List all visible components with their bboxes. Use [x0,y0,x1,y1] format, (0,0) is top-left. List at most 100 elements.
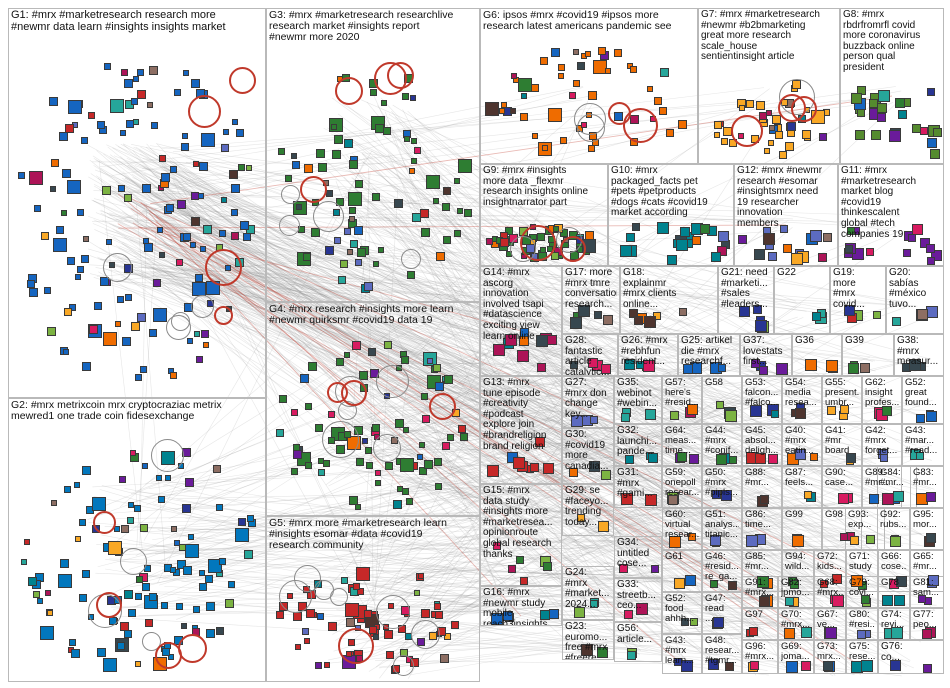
network-edge [400,594,821,599]
network-node [800,660,811,671]
group-label: G13: #mrx tune episode #creativity #podc… [483,378,547,452]
network-edge [413,476,888,589]
network-edge [132,503,889,523]
network-edge [141,266,918,307]
network-edge [142,188,894,632]
group-cell-g32: G32: launchi... pande... [614,424,662,466]
network-node [206,629,216,639]
self-loop-ring [279,214,301,236]
network-node [149,593,158,602]
network-node [426,357,433,364]
self-loop-ring [731,115,764,148]
group-label: G14: #mrx ascorg innovation involved tsa… [483,268,544,342]
group-label: G82: jpmo... [781,578,810,599]
network-node [531,133,538,140]
network-edge [405,366,870,673]
network-node [328,622,338,632]
network-node [676,238,689,251]
network-node [328,411,336,419]
network-edge [118,224,787,229]
network-node [746,535,759,547]
group-cell-g18: G18: explainmr #mrx clients online... [620,266,718,334]
network-node [624,359,636,371]
network-node [542,562,552,572]
network-node [441,441,450,450]
self-loop-ring [387,61,415,89]
network-node [930,249,942,261]
network-node [175,259,183,267]
network-node [459,433,468,442]
network-edge [399,406,632,423]
network-edge [110,253,836,500]
network-edge [139,204,147,546]
network-edge [374,124,803,406]
network-edge [157,220,586,316]
network-node [136,68,144,76]
network-edge [369,607,856,627]
network-node [102,657,117,672]
network-node [791,535,804,548]
self-loop-ring [372,434,401,463]
network-node [423,459,433,469]
network-edge [142,158,665,217]
group-cell-g2: G2: #mrx metrixcoin mrx cryptocraziac me… [8,398,266,682]
self-loop-ring [204,248,242,286]
network-node [339,260,348,269]
network-edge [164,246,890,492]
network-node [857,109,866,118]
network-node [311,227,321,237]
network-edge [141,210,936,579]
network-edge [168,225,647,567]
network-edge [362,153,639,461]
network-node [53,238,68,253]
group-label: G17: more #mrx tmre conversation researc… [565,268,617,310]
network-edge [155,221,763,582]
network-edge [364,205,890,496]
network-node [186,338,193,345]
network-node [909,359,922,372]
network-edge [152,503,629,619]
network-node [584,230,594,240]
network-node [135,660,142,667]
network-edge [104,526,851,548]
group-label: G57: here's #resid... [665,378,699,409]
network-node [238,518,247,527]
network-edge [123,179,890,586]
network-edge [147,226,807,312]
network-node [785,660,798,673]
network-node [176,602,184,610]
network-edge [110,585,894,609]
network-edge [171,239,798,635]
network-node [307,361,317,371]
network-edge [91,161,383,165]
network-node [116,296,124,304]
group-cell-g41: G41: #mr board [822,424,862,466]
network-node [629,308,639,318]
network-node [45,590,51,597]
network-edge [396,173,636,562]
network-node [78,518,86,526]
network-edge [122,143,589,363]
network-edge [401,444,586,602]
network-node [120,130,127,137]
group-label: G50: #mrx #pipls... [705,468,738,499]
network-node [621,413,631,423]
self-loop-ring [213,305,233,325]
network-edge [173,233,805,607]
network-edge [325,162,874,363]
network-edge [351,469,929,547]
group-label: G36 [795,336,814,346]
network-node [851,93,863,105]
network-node [402,427,409,434]
network-node [577,304,590,317]
network-node [150,122,158,130]
network-edge [349,138,930,626]
group-label: G96: #mrx... [745,642,775,663]
network-node [74,274,81,281]
network-node [729,456,738,464]
network-edge [333,454,846,567]
group-label: G6: ipsos #mrx #covid19 #ipsos more rese… [483,10,672,33]
network-node [812,312,822,322]
group-label: G26: #mrx #rebhfun resident... [621,336,668,368]
